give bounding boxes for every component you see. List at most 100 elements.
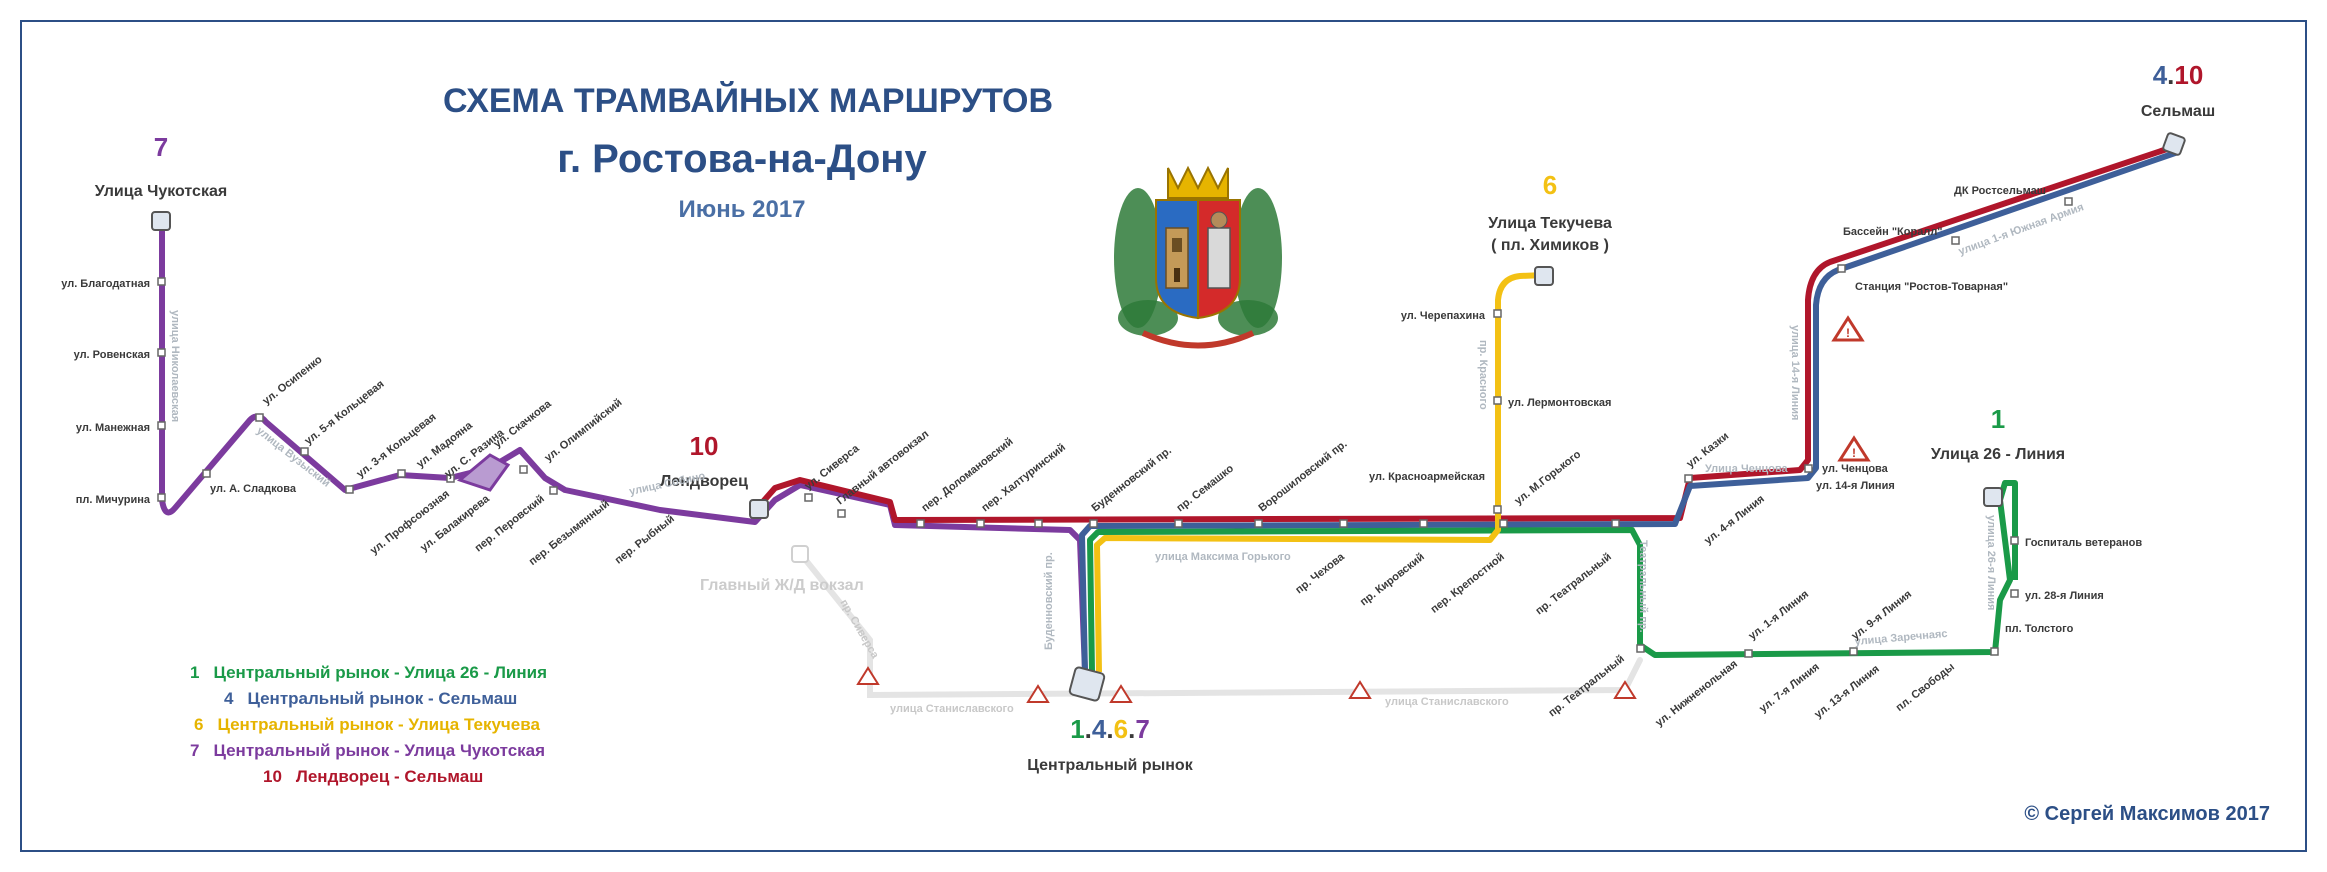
stop-label: пл. Толстого [2005,623,2074,635]
stop-label: пер. Рыбный [613,513,677,567]
terminal-selmash-name: Сельмаш [2141,103,2215,120]
inactive-lines [791,545,1643,699]
stop-label: пл. Свободы [1894,661,1957,714]
stop-label: ул. Красноармейская [1369,471,1485,483]
terminal-lendvorets-marker [749,499,769,519]
stop-label: Буденновский пр. [1089,445,1173,515]
terminal-chukotskaya-number: 7 [154,132,168,162]
stop-label: ул. Осипенко [260,353,324,407]
stop-label: ул. Олимпийский [542,397,624,465]
street-label: улица 1-я Южная Армия [1957,201,2086,258]
stop-label: пер. Крепостной [1429,551,1507,616]
stop-label: ул. М.Горького [1512,448,1583,507]
warning-icon [1026,684,1050,703]
stop-label: ул. 5-я Кольцевая [302,378,386,447]
stop-label: ул. 7-я Линия [1757,661,1822,715]
terminal-selmash-marker [2162,132,2186,156]
street-label: улица Максима Горького [1155,551,1291,563]
terminal-lendvorets-name: Лендворец [660,473,748,490]
street-label: улица 14-я Линия [1789,325,1801,420]
copyright: © Сергей Максимов 2017 [2024,803,2270,825]
terminal-line26-number: 1 [1991,404,2005,434]
stop-label: ул. Ровенская [74,349,150,361]
terminal-lendvorets-number: 10 [690,431,719,461]
stop-label: ул. 14-я Линия [1816,480,1895,492]
warning-icon [1837,435,1871,462]
terminal-tekucheva-name: Улица Текучева [1488,215,1612,232]
svg-text:4.10: 4.10 [2153,60,2204,90]
street-label: улица Николаевская [169,310,181,422]
street-label: Буденновский пр. [1043,552,1055,650]
stop-label: ул. А. Сладкова [210,483,297,495]
stop-label: ул. Скачкова [491,398,554,451]
stop-label: пр. Театральный [1533,551,1613,618]
stop-label: пр. Кировский [1358,551,1427,608]
stop-label: Ворошиловский пр. [1256,438,1349,514]
stop-markers [157,197,2073,658]
inactive-station-label: Главный Ж/Д вокзал [700,577,864,594]
terminal-line26-marker [1983,487,2003,507]
svg-text:!: ! [1852,446,1856,460]
stop-label: пл. Мичурина [76,494,151,506]
stop-label: пр. Семашко [1174,462,1236,514]
stop-label: ул. Манежная [76,422,150,434]
main-stops-below: пр. Чехова пр. Кировский пер. Крепостной… [1293,550,1613,617]
stop-label: ДК Ростсельмаш [1954,185,2046,197]
stop-label: ул. 3-я Кольцевая [354,411,438,480]
stop-label: Госпиталь ветеранов [2025,537,2142,549]
stop-label: ул. 4-я Линия [1702,493,1767,547]
stop-label: ул. Благодатная [61,278,150,290]
street-label: Улица Ченцова [1705,463,1789,475]
terminal-selmash: 4.10 Сельмаш [2141,60,2215,120]
warning-icon [856,666,880,685]
title-line2: г. Ростова-на-Дону [557,137,927,181]
map-frame [20,20,2307,852]
terminal-line26-name: Улица 26 - Линия [1931,446,2065,463]
title-line1: СХЕМА ТРАМВАЙНЫХ МАРШРУТОВ [443,81,1053,120]
terminal-markers [151,132,2186,702]
terminal-tekucheva: 6 Улица Текучева ( пл. Химиков ) [1488,170,1612,254]
stop-label: ул. Профсоюзная [368,488,452,557]
street-label: пр. Сиверса [837,598,881,662]
selmash-route-10: 10 [2174,60,2203,90]
terminal-line26: 1 Улица 26 - Линия [1931,404,2065,463]
route-10-line [757,145,2171,523]
warning-icon [1613,680,1637,699]
stop-label: ул. Лермонтовская [1508,397,1611,409]
stop-label: пр. Чехова [1293,550,1347,596]
street-label: Театральный пр. [1637,540,1649,633]
street-label: пр. Красного [1477,340,1489,410]
route-7-loop [456,453,511,492]
stop-label: ул. Нижненольная [1653,658,1739,729]
title-line3: Июнь 2017 [678,196,805,223]
route-4-line [1079,149,2179,673]
route7-diagonal-stops: ул. А. Сладкова ул. Осипенко ул. 5-я Кол… [210,353,677,568]
selmash-route-4: 4 [2153,60,2168,90]
terminal-chukotskaya-marker [151,211,171,231]
route-7-line [159,222,1088,673]
stop-label: ул. Ченцова [1822,463,1889,475]
warning-icon [1348,680,1372,699]
stop-label: пр. Театральный [1546,653,1626,720]
svg-text:!: ! [1846,326,1850,340]
stop-label: Станция "Ростов-Товарная" [1855,281,2008,293]
street-label: улица Станиславского [890,703,1014,715]
stop-label: Главный автовокзал [834,428,931,507]
stop-label: Бассейн "Коралл" [1843,226,1943,238]
route7-vertical-stops: ул. Благодатная ул. Ровенская ул. Манежн… [61,278,151,506]
stop-label: ул. 1-я Линия [1746,588,1811,642]
terminal-tekucheva-name2: ( пл. Химиков ) [1491,237,1609,254]
terminal-tekucheva-marker [1534,266,1554,286]
terminal-chukotskaya: 7 Улица Чукотская [95,132,227,200]
warning-icon [1109,684,1133,703]
street-label: улица Станиславского [1385,696,1509,708]
terminal-chukotskaya-name: Улица Чукотская [95,183,227,200]
terminal-market-marker [1068,666,1106,702]
route-6-line [1094,272,1546,673]
